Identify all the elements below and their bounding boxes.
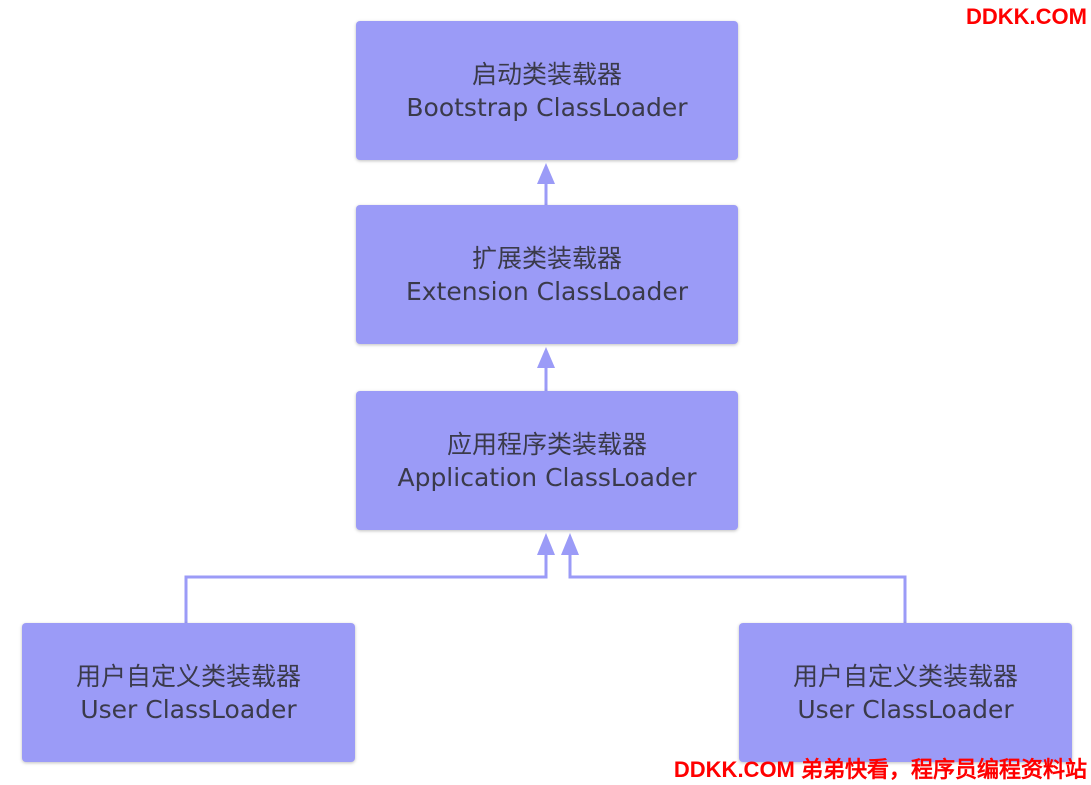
- application-en-label: Application ClassLoader: [397, 462, 697, 492]
- extension-classloader-node: 扩展类装载器 Extension ClassLoader: [356, 205, 738, 344]
- bootstrap-cn-label: 启动类装载器: [471, 59, 622, 89]
- user-left-en-label: User ClassLoader: [80, 694, 297, 724]
- watermark-top: DDKK.COM: [966, 4, 1087, 29]
- user-classloader-node-left: 用户自定义类装载器 User ClassLoader: [22, 623, 355, 762]
- arrowhead-bootstrap: [537, 163, 555, 184]
- application-classloader-node: 应用程序类装载器 Application ClassLoader: [356, 391, 738, 530]
- extension-cn-label: 扩展类装载器: [471, 243, 622, 273]
- user-left-cn-label: 用户自定义类装载器: [75, 661, 301, 691]
- user-classloader-node-right: 用户自定义类装载器 User ClassLoader: [739, 623, 1072, 762]
- arrowhead-application-right: [561, 533, 579, 555]
- application-cn-label: 应用程序类装载器: [446, 429, 647, 459]
- arrowhead-extension: [537, 347, 555, 368]
- bootstrap-en-label: Bootstrap ClassLoader: [406, 92, 688, 122]
- user-right-en-label: User ClassLoader: [797, 694, 1014, 724]
- arrowhead-application-left: [537, 533, 555, 555]
- watermark-bottom: DDKK.COM 弟弟快看，程序员编程资料站: [673, 757, 1087, 782]
- extension-en-label: Extension ClassLoader: [405, 276, 689, 306]
- edge-user-left-to-application: [184, 550, 548, 623]
- user-right-cn-label: 用户自定义类装载器: [792, 661, 1018, 691]
- bootstrap-classloader-node: 启动类装载器 Bootstrap ClassLoader: [356, 21, 738, 160]
- edge-user-right-to-application: [568, 550, 907, 623]
